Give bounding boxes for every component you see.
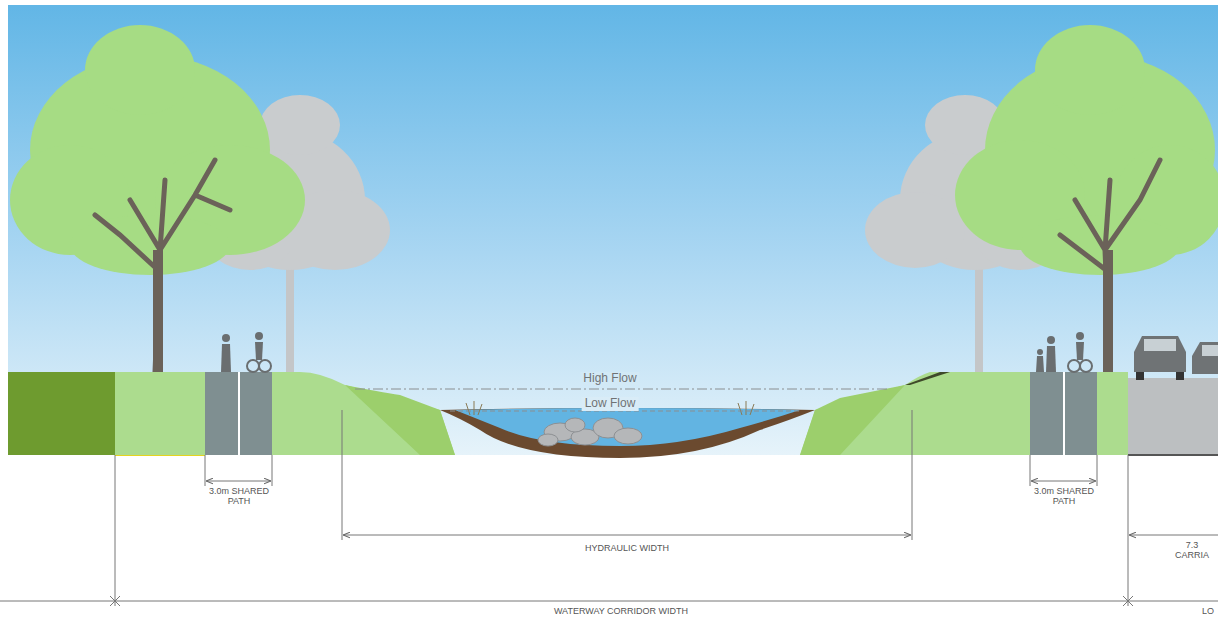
shared-path bbox=[1030, 372, 1097, 455]
kerb-line bbox=[1128, 454, 1218, 456]
rocks bbox=[538, 418, 642, 446]
path-divider bbox=[238, 372, 240, 455]
cyclist bbox=[247, 332, 271, 372]
dimension-label: 7.3 CARRIA bbox=[1170, 540, 1214, 561]
sky bbox=[8, 5, 1218, 455]
dimension-label: HYDRAULIC WIDTH bbox=[547, 543, 707, 553]
pedestrian bbox=[221, 334, 231, 372]
dimension-lines bbox=[0, 410, 1218, 606]
bank-slope bbox=[345, 385, 455, 455]
bank-edge bbox=[905, 372, 950, 385]
flow-level-label: Low Flow bbox=[582, 397, 639, 411]
bank-right bbox=[800, 372, 1128, 455]
flow-level-label: High Flow bbox=[580, 372, 639, 386]
carriageway bbox=[1128, 378, 1218, 455]
tree bbox=[955, 25, 1218, 375]
dimension-label: 3.0m SHARED PATH bbox=[199, 486, 279, 507]
water bbox=[455, 408, 800, 446]
car bbox=[1134, 336, 1186, 380]
cyclist bbox=[1068, 332, 1092, 372]
dimension-label: 3.0m SHARED PATH bbox=[1024, 486, 1104, 507]
bank-slope bbox=[800, 385, 905, 455]
high-flow-line bbox=[355, 389, 890, 390]
edge-planting bbox=[8, 372, 115, 455]
dimension-label: WATERWAY CORRIDOR WIDTH bbox=[511, 606, 731, 616]
car bbox=[1192, 342, 1218, 374]
dimension-label: LO bbox=[1200, 606, 1216, 616]
path-divider bbox=[1063, 372, 1065, 455]
tree bbox=[10, 25, 305, 375]
bank-left bbox=[115, 372, 455, 455]
channel-bed bbox=[440, 408, 815, 458]
shared-path bbox=[205, 372, 272, 455]
pedestrian bbox=[1036, 336, 1056, 372]
